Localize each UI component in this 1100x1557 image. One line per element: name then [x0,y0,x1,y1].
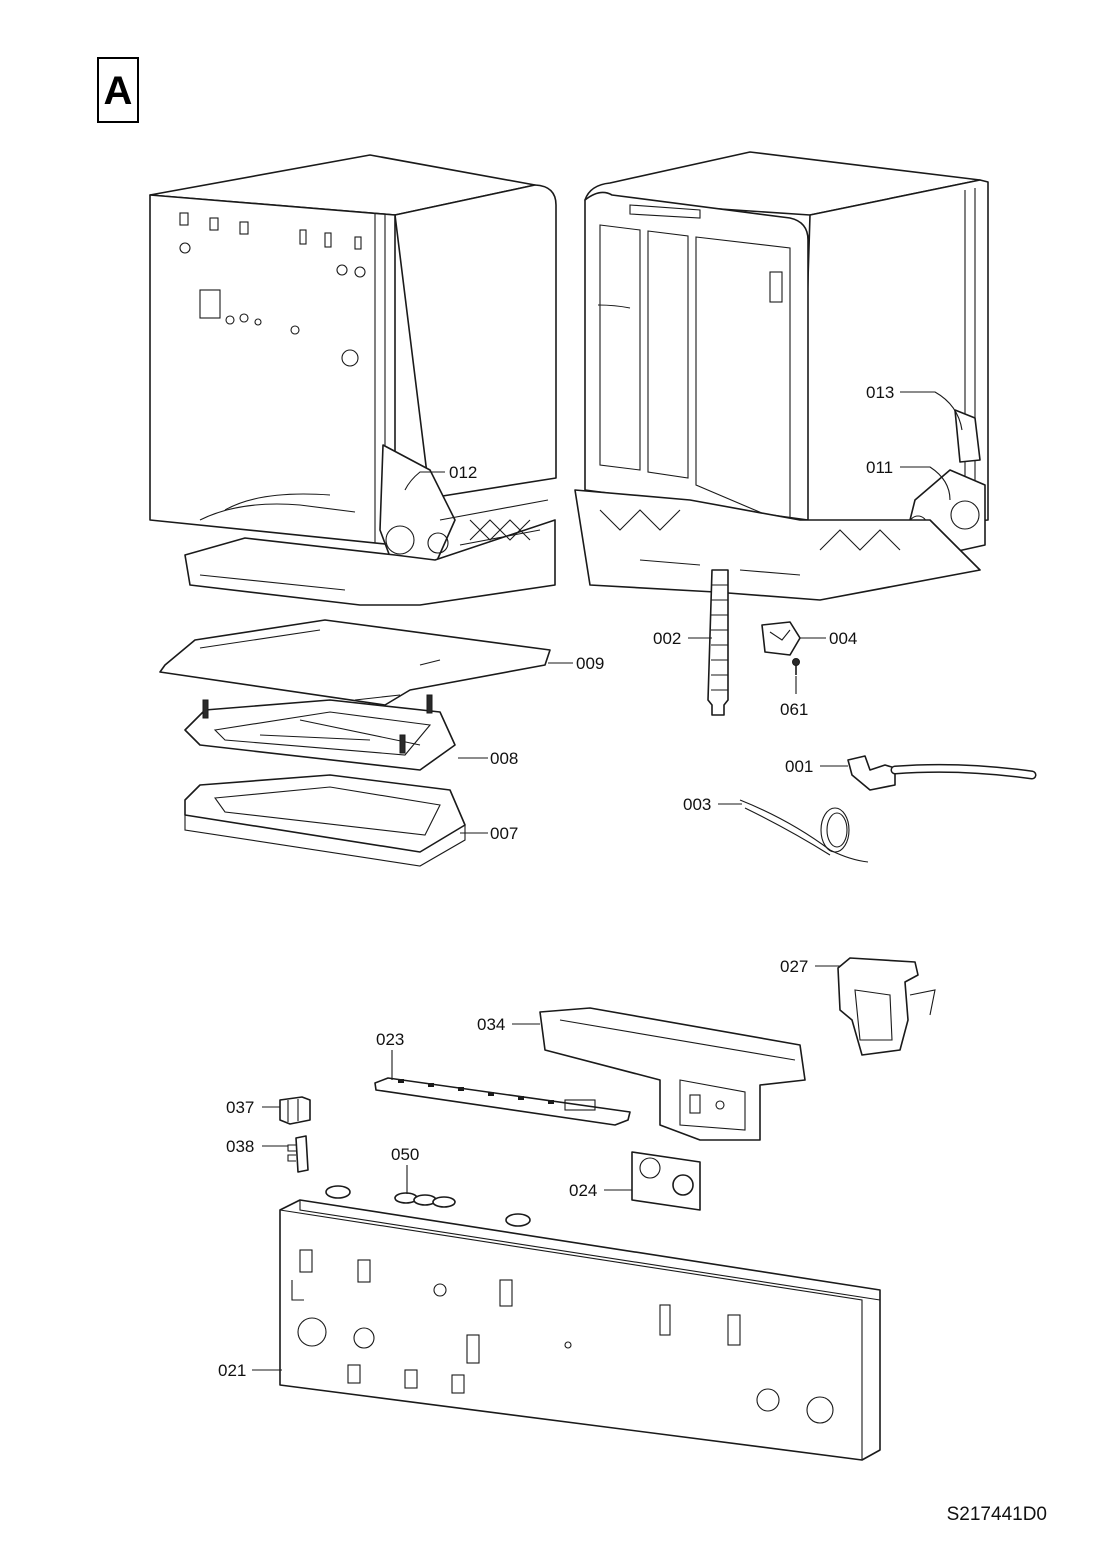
part-003-cable [739,799,869,863]
part-027-door-lock [837,957,936,1056]
callout-024: 024 [569,1181,597,1200]
callout-001: 001 [785,757,813,776]
callout-038: 038 [226,1137,254,1156]
callout-002: 002 [653,629,681,648]
part-050-buttons [325,1185,531,1227]
document-id: S217441D0 [947,1504,1047,1525]
part-024-electronic-module [631,1151,701,1211]
callout-023: 023 [376,1030,404,1049]
callout-011: 011 [866,458,893,477]
part-009-base-plate [159,619,551,706]
callout-061: 061 [780,700,808,719]
callout-004: 004 [829,629,857,648]
callout-007: 007 [490,824,518,843]
leader-lines [252,391,963,1371]
callout-009: 009 [576,654,604,673]
callout-008: 008 [490,749,518,768]
cabinet-right [574,151,989,601]
part-034-control-housing [539,1007,806,1141]
part-002-drain-hose [707,569,729,716]
callout-027: 027 [780,957,808,976]
section-label: A [104,69,133,113]
cabinet-left [149,154,557,606]
callout-labels: 013 011 012 009 008 007 002 004 061 001 … [218,383,894,1380]
callout-050: 050 [391,1145,419,1164]
callout-021: 021 [218,1361,246,1380]
callout-003: 003 [683,795,711,814]
part-004-valve [761,621,801,656]
part-023-control-board [374,1077,631,1126]
part-021-control-panel-fascia [279,1199,881,1461]
callout-013: 013 [866,383,894,402]
callout-012: 012 [449,463,477,482]
part-061-screw [792,658,800,675]
callout-037: 037 [226,1098,254,1117]
part-007-base-tray [184,774,466,867]
callout-034: 034 [477,1015,505,1034]
part-037-clip [279,1096,311,1125]
section-marker: A [97,57,139,123]
part-008-support-frame [184,694,456,771]
part-001-inlet-hose [847,755,1037,791]
part-038-spring [287,1135,309,1173]
